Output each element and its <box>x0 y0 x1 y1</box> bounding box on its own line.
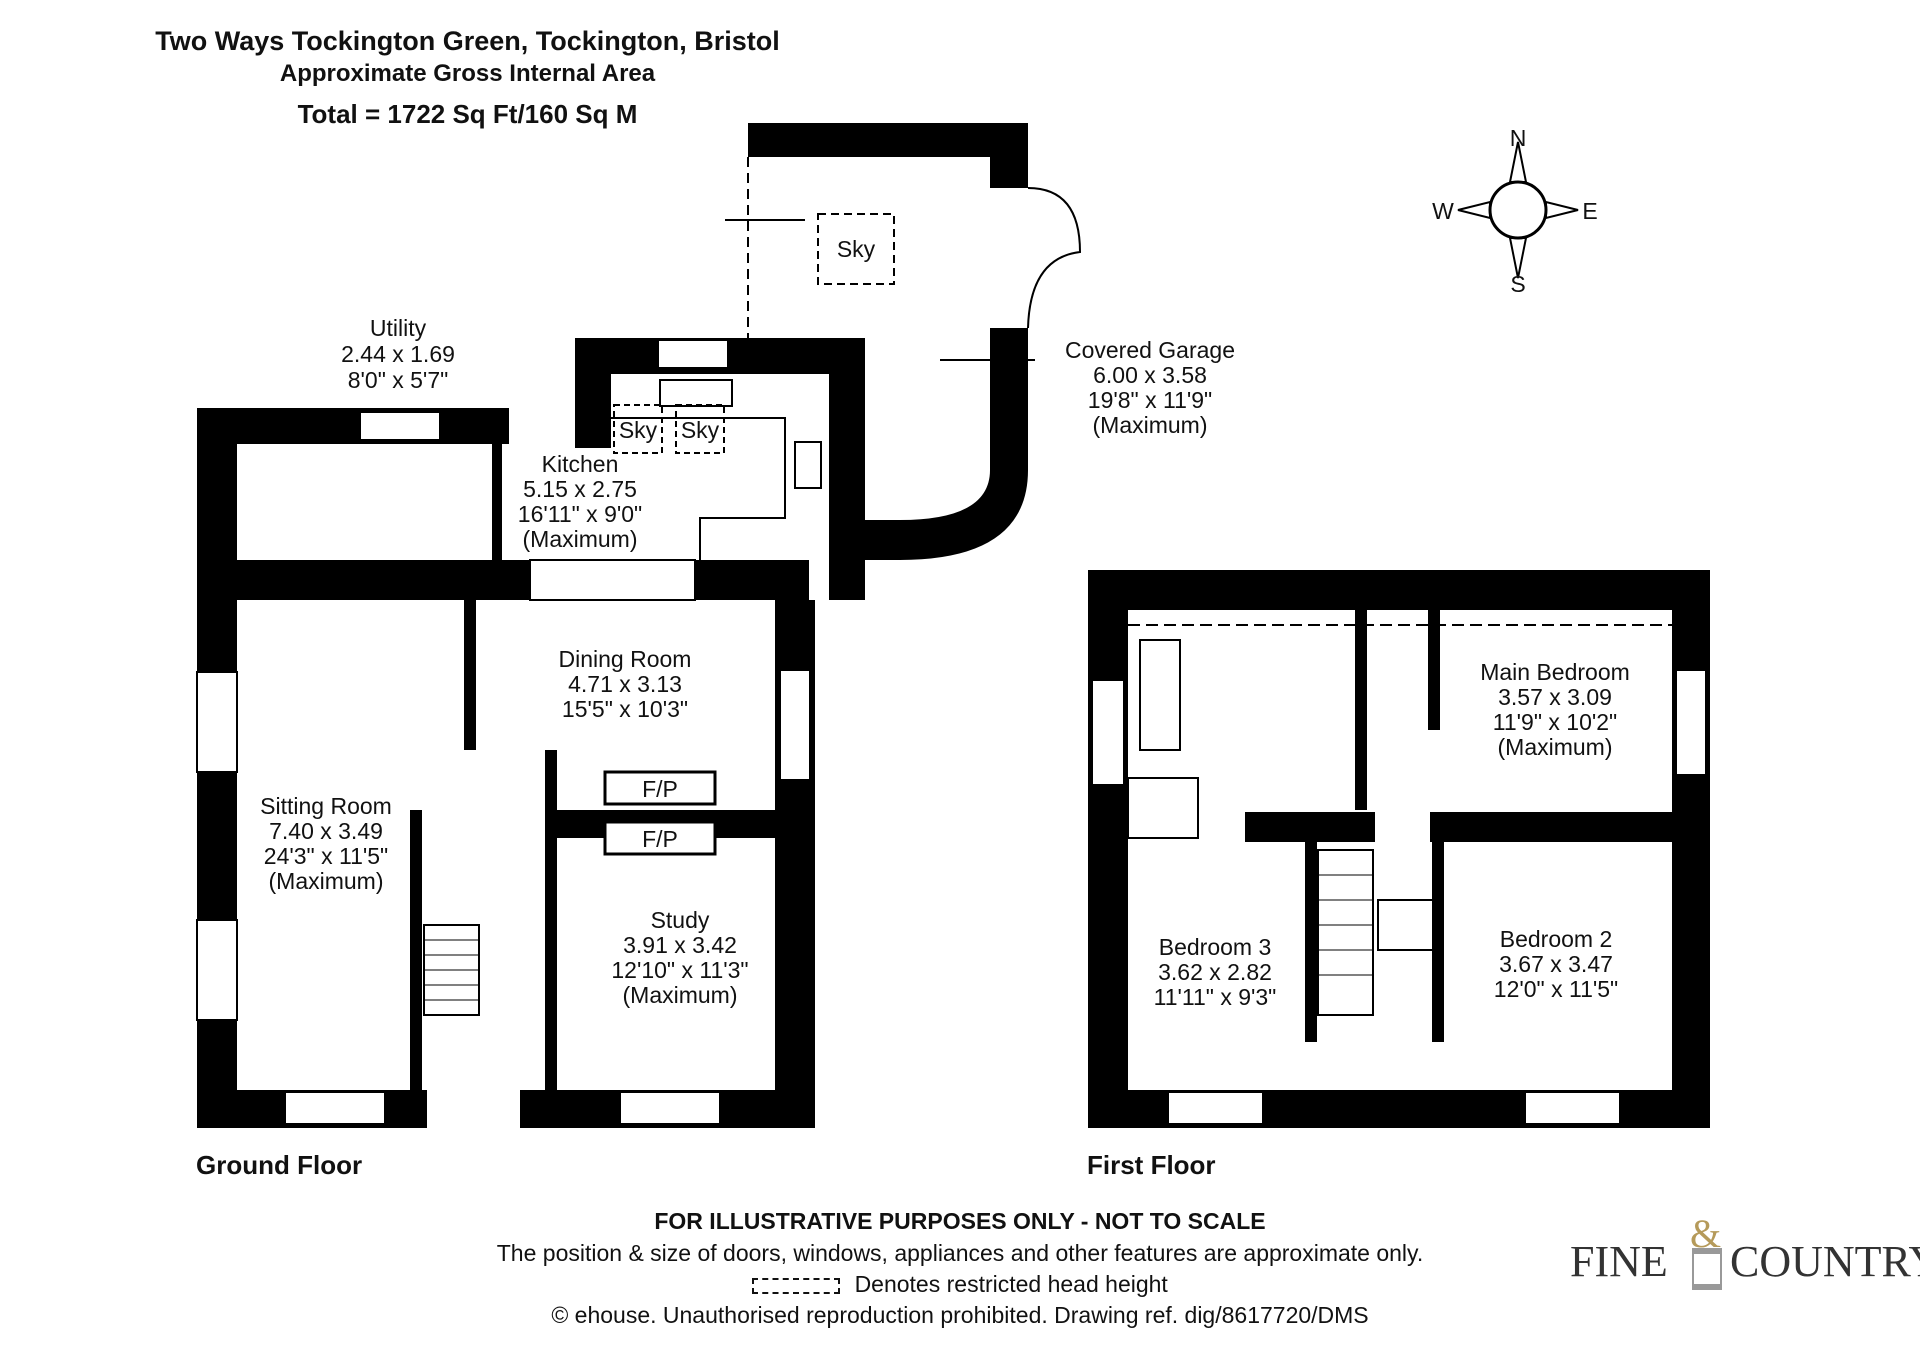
room-imperial: 12'10" x 11'3" <box>611 957 748 983</box>
room-imperial: 19'8" x 11'9" <box>1088 387 1212 413</box>
compass-e: E <box>1582 198 1597 224</box>
room-imperial: 15'5" x 10'3" <box>562 696 688 722</box>
dashed-line-icon <box>752 1277 841 1294</box>
room-sitting: Sitting Room 7.40 x 3.49 24'3" x 11'5" (… <box>260 793 392 894</box>
room-name: Covered Garage <box>1065 337 1235 363</box>
room-note: (Maximum) <box>1498 734 1613 760</box>
room-bedroom-3: Bedroom 3 3.62 x 2.82 11'11" x 9'3" <box>1154 934 1277 1010</box>
header-total: Total = 1722 Sq Ft/160 Sq M <box>297 99 638 129</box>
room-name: Bedroom 2 <box>1500 926 1613 952</box>
room-imperial: 16'11" x 9'0" <box>518 501 642 527</box>
room-name: Dining Room <box>559 646 692 672</box>
room-metric: 2.44 x 1.69 <box>341 341 455 367</box>
fireplace-label: F/P <box>642 776 678 802</box>
room-metric: 3.67 x 3.47 <box>1499 951 1613 977</box>
room-metric: 6.00 x 3.58 <box>1093 362 1207 388</box>
room-dining: Dining Room 4.71 x 3.13 15'5" x 10'3" <box>559 646 692 722</box>
room-note: (Maximum) <box>523 526 638 552</box>
first-floor-plan <box>1088 570 1710 1128</box>
fine-and-country-logo: FINE & COUNTRY <box>1570 1211 1920 1308</box>
ground-floor-plan <box>196 123 1082 1128</box>
room-name: Study <box>651 907 710 933</box>
room-metric: 3.91 x 3.42 <box>623 932 737 958</box>
room-metric: 4.71 x 3.13 <box>568 671 682 697</box>
skylight-label: Sky <box>837 236 876 262</box>
room-imperial: 11'11" x 9'3" <box>1154 984 1277 1010</box>
compass-s: S <box>1510 271 1525 297</box>
skylight-label: Sky <box>681 417 720 443</box>
room-imperial: 11'9" x 10'2" <box>1493 709 1617 735</box>
header-area-caption: Approximate Gross Internal Area <box>279 60 656 87</box>
room-name: Utility <box>370 315 427 341</box>
room-imperial: 24'3" x 11'5" <box>264 843 388 869</box>
room-note: (Maximum) <box>1093 412 1208 438</box>
room-metric: 3.57 x 3.09 <box>1498 684 1612 710</box>
room-note: (Maximum) <box>623 982 738 1008</box>
room-name: Sitting Room <box>260 793 392 819</box>
room-bedroom-2: Bedroom 2 3.67 x 3.47 12'0" x 11'5" <box>1494 926 1618 1002</box>
room-name: Bedroom 3 <box>1159 934 1272 960</box>
room-kitchen: Kitchen 5.15 x 2.75 16'11" x 9'0" (Maxim… <box>518 451 642 552</box>
room-garage: Covered Garage 6.00 x 3.58 19'8" x 11'9"… <box>1065 337 1235 438</box>
room-name: Main Bedroom <box>1480 659 1630 685</box>
header-address: Two Ways Tockington Green, Tockington, B… <box>155 26 780 56</box>
room-name: Kitchen <box>542 451 619 477</box>
logo-country: COUNTRY <box>1730 1237 1920 1286</box>
first-floor-label: First Floor <box>1087 1150 1216 1180</box>
room-metric: 7.40 x 3.49 <box>269 818 383 844</box>
footer-copyright: © ehouse. Unauthorised reproduction proh… <box>551 1302 1369 1328</box>
room-utility: Utility 2.44 x 1.69 8'0" x 5'7" <box>341 315 455 393</box>
fireplace-label: F/P <box>642 826 678 852</box>
footer-note: The position & size of doors, windows, a… <box>496 1240 1424 1266</box>
compass-w: W <box>1432 198 1454 224</box>
compass-n: N <box>1510 125 1527 151</box>
compass: N S E W <box>1432 125 1598 297</box>
room-study: Study 3.91 x 3.42 12'10" x 11'3" (Maximu… <box>611 907 748 1008</box>
footer-disclaimer: FOR ILLUSTRATIVE PURPOSES ONLY - NOT TO … <box>654 1208 1266 1234</box>
footer-legend: Denotes restricted head height <box>0 1271 1920 1298</box>
ground-floor-label: Ground Floor <box>196 1150 363 1180</box>
room-metric: 5.15 x 2.75 <box>523 476 637 502</box>
column-icon <box>1692 1248 1722 1290</box>
skylight-label: Sky <box>619 417 658 443</box>
room-imperial: 8'0" x 5'7" <box>348 367 449 393</box>
room-note: (Maximum) <box>269 868 384 894</box>
room-main-bedroom: Main Bedroom 3.57 x 3.09 11'9" x 10'2" (… <box>1480 659 1630 760</box>
footer-legend-text: Denotes restricted head height <box>854 1271 1168 1297</box>
logo-fine: FINE <box>1570 1237 1668 1286</box>
room-imperial: 12'0" x 11'5" <box>1494 976 1618 1002</box>
room-metric: 3.62 x 2.82 <box>1158 959 1272 985</box>
